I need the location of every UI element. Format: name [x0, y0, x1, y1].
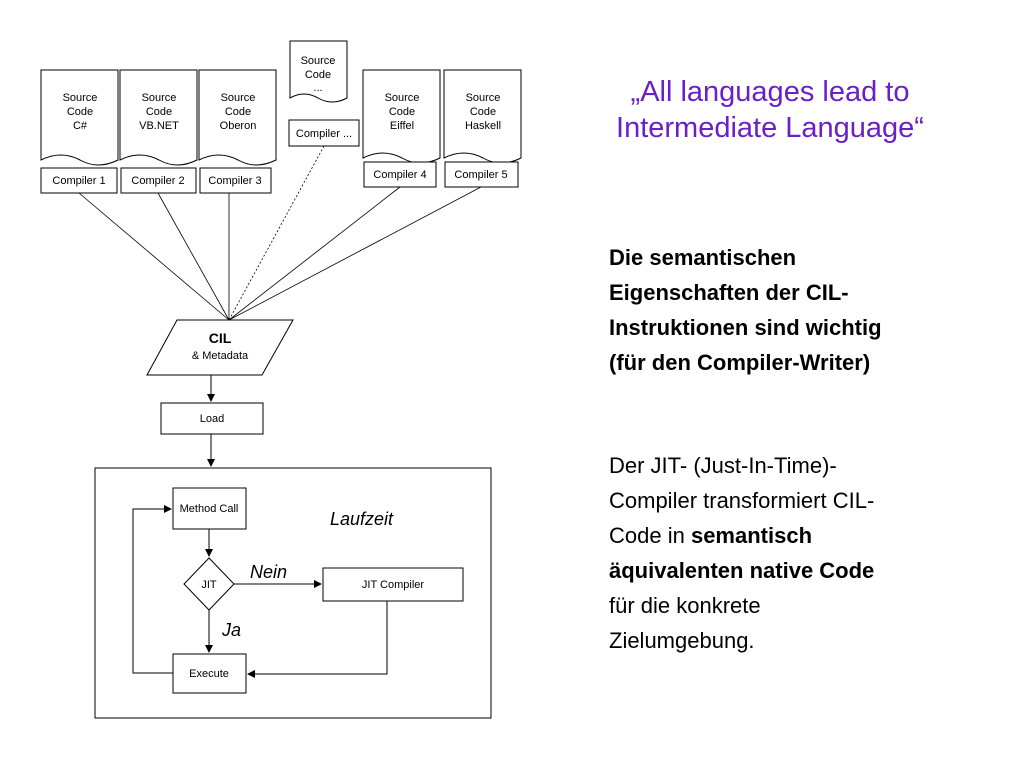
compiler-box-1: Compiler 1 — [40, 167, 118, 194]
source-doc-oberon: Source Code Oberon — [198, 69, 277, 166]
compiler-other-label: Compiler ... — [296, 128, 352, 140]
jit-line-4: äquivalenten native Code — [609, 553, 1009, 588]
method-call-label: Method Call — [180, 503, 239, 515]
cil-label: CIL — [209, 330, 232, 346]
yes-label: Ja — [221, 620, 241, 640]
source-oberon-line3: Oberon — [220, 120, 257, 132]
jit-decision-node: JIT — [183, 557, 235, 611]
jit-line-6: Zielumgebung. — [609, 628, 755, 653]
method-call-node: Method Call — [172, 487, 247, 530]
jit-line-3: Code in semantisch — [609, 518, 1009, 553]
slide-title: „All languages lead to Intermediate Lang… — [570, 74, 970, 146]
compiler-4-label: Compiler 4 — [373, 169, 426, 181]
jit-compiler-node: JIT Compiler — [322, 567, 464, 602]
execute-loop-arrow — [132, 505, 173, 674]
source-oberon-line1: Source — [221, 92, 256, 104]
jit-line-5: für die konkrete — [609, 593, 761, 618]
semantic-line-2: Eigenschaften der CIL- — [609, 280, 849, 305]
source-haskell-line3: Haskell — [465, 120, 501, 132]
jit-compiler-to-execute-arrow — [247, 601, 388, 678]
semantic-line-1: Die semantischen — [609, 245, 797, 270]
compiler-box-5: Compiler 5 — [444, 161, 519, 188]
source-csharp-line1: Source — [63, 92, 98, 104]
compiler-box-2: Compiler 2 — [120, 167, 197, 194]
execute-node: Execute — [172, 653, 247, 694]
jit-compiler-label: JIT Compiler — [362, 579, 424, 591]
source-vbnet-line2: Code — [146, 106, 172, 118]
jit-label: JIT — [201, 579, 217, 591]
source-doc-vbnet: Source Code VB.NET — [119, 69, 198, 166]
cil-node: CIL & Metadata — [146, 319, 294, 376]
source-vbnet-line1: Source — [142, 92, 177, 104]
jit-line-3-bold: semantisch — [690, 523, 813, 548]
jit-line-3-plain: Code in — [609, 523, 691, 548]
compiler-to-cil-connectors — [78, 145, 482, 321]
title-line-2: Intermediate Language“ — [616, 112, 924, 144]
source-eiffel-line1: Source — [385, 92, 420, 104]
source-doc-eiffel: Source Code Eiffel — [362, 69, 441, 164]
execute-label: Execute — [189, 668, 229, 680]
jit-line-1: Der JIT- (Just-In-Time)- — [609, 453, 837, 478]
cil-sublabel: & Metadata — [192, 350, 249, 362]
title-line-1: „All languages lead to — [630, 76, 910, 108]
semantic-line-3: Instruktionen sind wichtig — [609, 315, 882, 340]
semantic-properties-text: Die semantischen Eigenschaften der CIL- … — [609, 240, 1009, 380]
source-haskell-line1: Source — [466, 92, 501, 104]
source-doc-haskell: Source Code Haskell — [443, 69, 522, 164]
compiler-box-4: Compiler 4 — [363, 161, 437, 188]
source-eiffel-line2: Code — [389, 106, 415, 118]
semantic-line-4: (für den Compiler-Writer) — [609, 350, 871, 375]
jit-line-4-bold: äquivalenten native Code — [609, 558, 875, 583]
source-other-line1: Source — [301, 55, 336, 67]
source-csharp-line2: Code — [67, 106, 93, 118]
runtime-label: Laufzeit — [330, 509, 394, 529]
source-eiffel-line3: Eiffel — [390, 120, 414, 132]
source-csharp-line3: C# — [73, 120, 88, 132]
compiler-5-label: Compiler 5 — [454, 169, 507, 181]
source-vbnet-line3: VB.NET — [139, 120, 179, 132]
compilation-flow-diagram: Source Code C# Source Code VB.NET Source… — [40, 40, 522, 719]
no-label: Nein — [250, 562, 287, 582]
load-node: Load — [160, 402, 264, 435]
compiler-2-label: Compiler 2 — [131, 175, 184, 187]
jit-description-text: Der JIT- (Just-In-Time)- Compiler transf… — [609, 448, 1009, 658]
compiler-box-3: Compiler 3 — [199, 167, 272, 194]
source-other-line3: ... — [313, 82, 322, 94]
source-haskell-line2: Code — [470, 106, 496, 118]
jit-line-2: Compiler transformiert CIL- — [609, 488, 875, 513]
source-other-line2: Code — [305, 69, 331, 81]
compiler-3-label: Compiler 3 — [208, 175, 261, 187]
compiler-1-label: Compiler 1 — [52, 175, 105, 187]
source-oberon-line2: Code — [225, 106, 251, 118]
source-doc-csharp: Source Code C# — [40, 69, 119, 166]
source-doc-other: Source Code ... — [289, 40, 348, 103]
load-label: Load — [200, 413, 224, 425]
compiler-box-other: Compiler ... — [288, 119, 360, 147]
